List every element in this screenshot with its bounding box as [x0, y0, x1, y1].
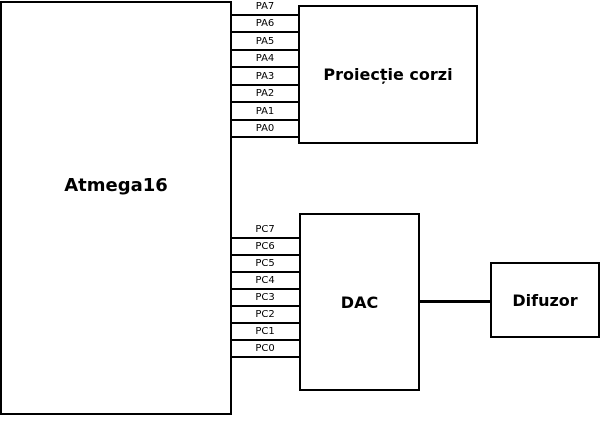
difuzor-label: Difuzor	[512, 290, 578, 310]
pin-row-pa5: PA5	[230, 33, 300, 51]
pin-row-pa0: PA0	[230, 121, 300, 138]
pin-label-pa1: PA1	[255, 105, 275, 117]
wire-dac-to-difuzor	[418, 300, 492, 303]
pin-label-pa4: PA4	[255, 53, 275, 64]
pin-row-pa3: PA3	[230, 68, 300, 86]
pin-label-pc3: PC3	[255, 292, 275, 303]
block-difuzor: Difuzor	[490, 262, 600, 338]
dac-label: DAC	[340, 292, 379, 312]
block-atmega16: Atmega16	[0, 1, 232, 415]
pin-label-pc6: PC6	[255, 241, 275, 252]
pin-row-pa4: PA4	[230, 51, 300, 68]
pin-row-pc1: PC1	[230, 324, 300, 341]
atmega16-label: Atmega16	[64, 175, 168, 196]
pin-label-pc5: PC5	[255, 258, 275, 269]
pin-label-pa0: PA0	[255, 123, 275, 134]
pin-label-pc2: PC2	[255, 309, 275, 320]
port-a-pin-ladder: PA7 PA6 PA5 PA4 PA3 PA2 PA1 PA0	[230, 0, 300, 138]
block-dac: DAC	[299, 213, 420, 391]
pin-row-pc6: PC6	[230, 239, 300, 256]
pin-label-pa5: PA5	[255, 35, 275, 47]
pin-row-pa1: PA1	[230, 103, 300, 121]
pin-row-pc7: PC7	[230, 222, 300, 239]
pin-row-pc4: PC4	[230, 273, 300, 290]
pin-row-pc3: PC3	[230, 290, 300, 307]
pin-label-pc4: PC4	[255, 275, 275, 286]
port-c-pin-ladder: PC7 PC6 PC5 PC4 PC3 PC2 PC1 PC0	[230, 222, 300, 358]
pin-label-pa7: PA7	[255, 0, 275, 12]
pin-row-pa6: PA6	[230, 16, 300, 33]
pin-label-pc0: PC0	[255, 343, 275, 354]
block-proiectie-corzi: Proiecție corzi	[298, 5, 478, 144]
pin-label-pc7: PC7	[255, 224, 275, 235]
pin-label-pc1: PC1	[255, 326, 275, 337]
pin-row-pa2: PA2	[230, 86, 300, 103]
pin-row-pa7: PA7	[230, 0, 300, 16]
pin-label-pa2: PA2	[255, 88, 275, 99]
pin-label-pa3: PA3	[255, 70, 275, 82]
pin-row-pc5: PC5	[230, 256, 300, 273]
pin-label-pa6: PA6	[255, 18, 275, 29]
proiectie-corzi-label: Proiecție corzi	[323, 65, 453, 84]
pin-row-pc2: PC2	[230, 307, 300, 324]
pin-row-pc0: PC0	[230, 341, 300, 358]
